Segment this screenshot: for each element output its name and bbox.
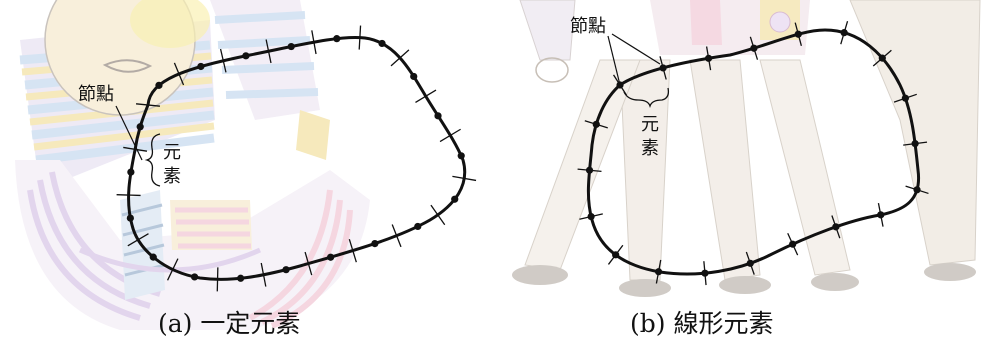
node-dot (879, 55, 886, 62)
element-boundary-tick (415, 90, 436, 102)
node-dot (282, 266, 289, 273)
node-dot (414, 223, 421, 230)
node-dot (327, 254, 334, 261)
node-dot (197, 63, 204, 70)
node-dot (841, 29, 848, 36)
node-dot (458, 152, 465, 159)
element-label-char-b2: 素 (641, 138, 659, 159)
node-dot (747, 260, 754, 267)
node-label-b: 節點 (570, 16, 606, 37)
node-dot (659, 64, 666, 71)
node-dot (789, 241, 796, 248)
node-dot (913, 186, 920, 193)
node-dot (795, 31, 802, 38)
caption-a: (a) 一定元素 (158, 309, 300, 338)
caption-b: (b) 線形元素 (630, 309, 773, 338)
node-dot (832, 223, 839, 230)
node-dot (593, 121, 600, 128)
node-label-a: 節點 (78, 84, 114, 105)
node-dot (655, 268, 662, 275)
node-dot (137, 123, 144, 130)
element-label-char-a2: 素 (163, 166, 181, 187)
node-dot (242, 52, 249, 59)
node-dot (127, 168, 134, 175)
node-dot (378, 40, 385, 47)
element-boundary-tick (431, 205, 445, 225)
node-dot (902, 95, 909, 102)
element-label-char-a1: 元 (163, 142, 181, 163)
node-dot (150, 254, 157, 261)
node-dot (451, 196, 458, 203)
node-dot (701, 270, 708, 277)
node-dot (750, 45, 757, 52)
element-boundary-tick (117, 195, 141, 196)
element-label-char-b1: 元 (641, 114, 659, 135)
node-dot (612, 251, 619, 258)
node-dot (191, 273, 198, 280)
node-dot (705, 55, 712, 62)
node-dot (877, 211, 884, 218)
node-dot (155, 82, 162, 89)
node-dot (127, 214, 134, 221)
element-boundary-tick (359, 26, 360, 50)
node-dot (371, 240, 378, 247)
pharaoh-sketch (15, 0, 370, 330)
node-dot (588, 213, 595, 220)
node-dot (410, 73, 417, 80)
element-boundary-tick (217, 267, 218, 291)
node-dot (333, 35, 340, 42)
node-dot (586, 167, 593, 174)
node-dot (288, 43, 295, 50)
node-dot (434, 112, 441, 119)
node-dot (237, 275, 244, 282)
node-dot (912, 140, 919, 147)
element-boundary-tick (440, 129, 461, 141)
